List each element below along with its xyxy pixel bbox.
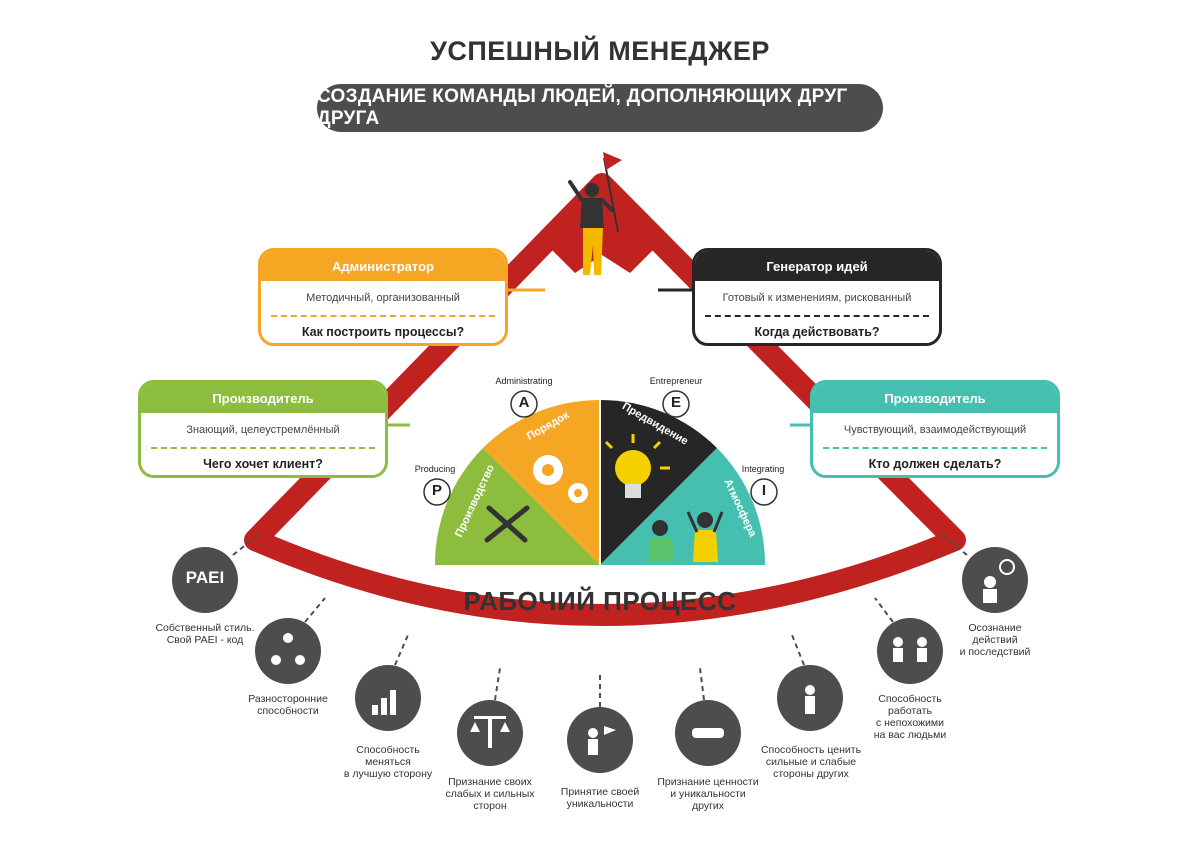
card-integrator-question: Кто должен сделать?: [868, 457, 1002, 471]
card-integrator-desc: Чувствующий, взаимодействующий: [843, 424, 1027, 436]
letter-a: A: [518, 394, 530, 411]
card-producer-head: Производитель: [141, 383, 385, 413]
skill-label-0: Собственный стиль.Свой PAEI - код: [155, 622, 255, 646]
card-idea-generator-desc: Готовый к изменениям, рискованный: [722, 292, 912, 304]
card-administrator: Администратор Методичный, организованный…: [258, 248, 508, 346]
card-producer: Производитель Знающий, целеустремлённый …: [138, 380, 388, 478]
climber-figure: [568, 152, 622, 275]
paei-badge: PAEI: [185, 568, 225, 587]
subtitle-banner: СОЗДАНИЕ КОМАНДЫ ЛЮДЕЙ, ДОПОЛНЯЮЩИХ ДРУГ…: [317, 84, 883, 132]
sector-integrating: [600, 448, 766, 565]
lightbulb-icon: [604, 434, 670, 498]
card-administrator-head: Администратор: [261, 251, 505, 281]
card-idea-generator: Генератор идей Готовый к изменениям, рис…: [692, 248, 942, 346]
skill-connectors: [232, 534, 968, 707]
divider: [151, 447, 375, 449]
tag-entrepreneur: Entrepreneur: [649, 376, 703, 386]
card-idea-generator-question: Когда действовать?: [754, 325, 880, 339]
divider: [823, 447, 1047, 449]
page-title: УСПЕШНЫЙ МЕНЕДЖЕР: [430, 36, 770, 66]
sector-entrepreneur: [600, 399, 717, 565]
mountain-outline: [244, 173, 966, 626]
letter-i: I: [761, 482, 767, 499]
letter-circles: [423, 390, 778, 506]
paei-semicircle: [434, 399, 766, 565]
sector-producing: [434, 448, 600, 565]
people-icon: [648, 511, 724, 562]
letter-p: P: [431, 482, 442, 499]
card-producer-desc: Знающий, целеустремлённый: [186, 424, 340, 436]
letter-e: E: [670, 394, 681, 411]
tools-icon: [484, 505, 530, 543]
gears-icon: [533, 455, 588, 503]
card-administrator-desc: Методичный, организованный: [306, 292, 460, 304]
tag-administrating: Administrating: [495, 376, 553, 386]
skill-glyphs: [271, 559, 1015, 755]
tag-producing: Producing: [414, 464, 456, 474]
card-administrator-question: Как построить процессы?: [301, 325, 465, 339]
divider: [705, 315, 929, 317]
tag-integrating: Integrating: [741, 464, 785, 474]
divider: [271, 315, 495, 317]
card-idea-generator-head: Генератор идей: [695, 251, 939, 281]
flag-icon: [603, 152, 622, 170]
card-producer-question: Чего хочет клиент?: [203, 457, 323, 471]
card-integrator-head: Производитель: [813, 383, 1057, 413]
card-integrator: Производитель Чувствующий, взаимодейству…: [810, 380, 1060, 478]
process-title: РАБОЧИЙ ПРОЦЕСС: [463, 586, 737, 616]
